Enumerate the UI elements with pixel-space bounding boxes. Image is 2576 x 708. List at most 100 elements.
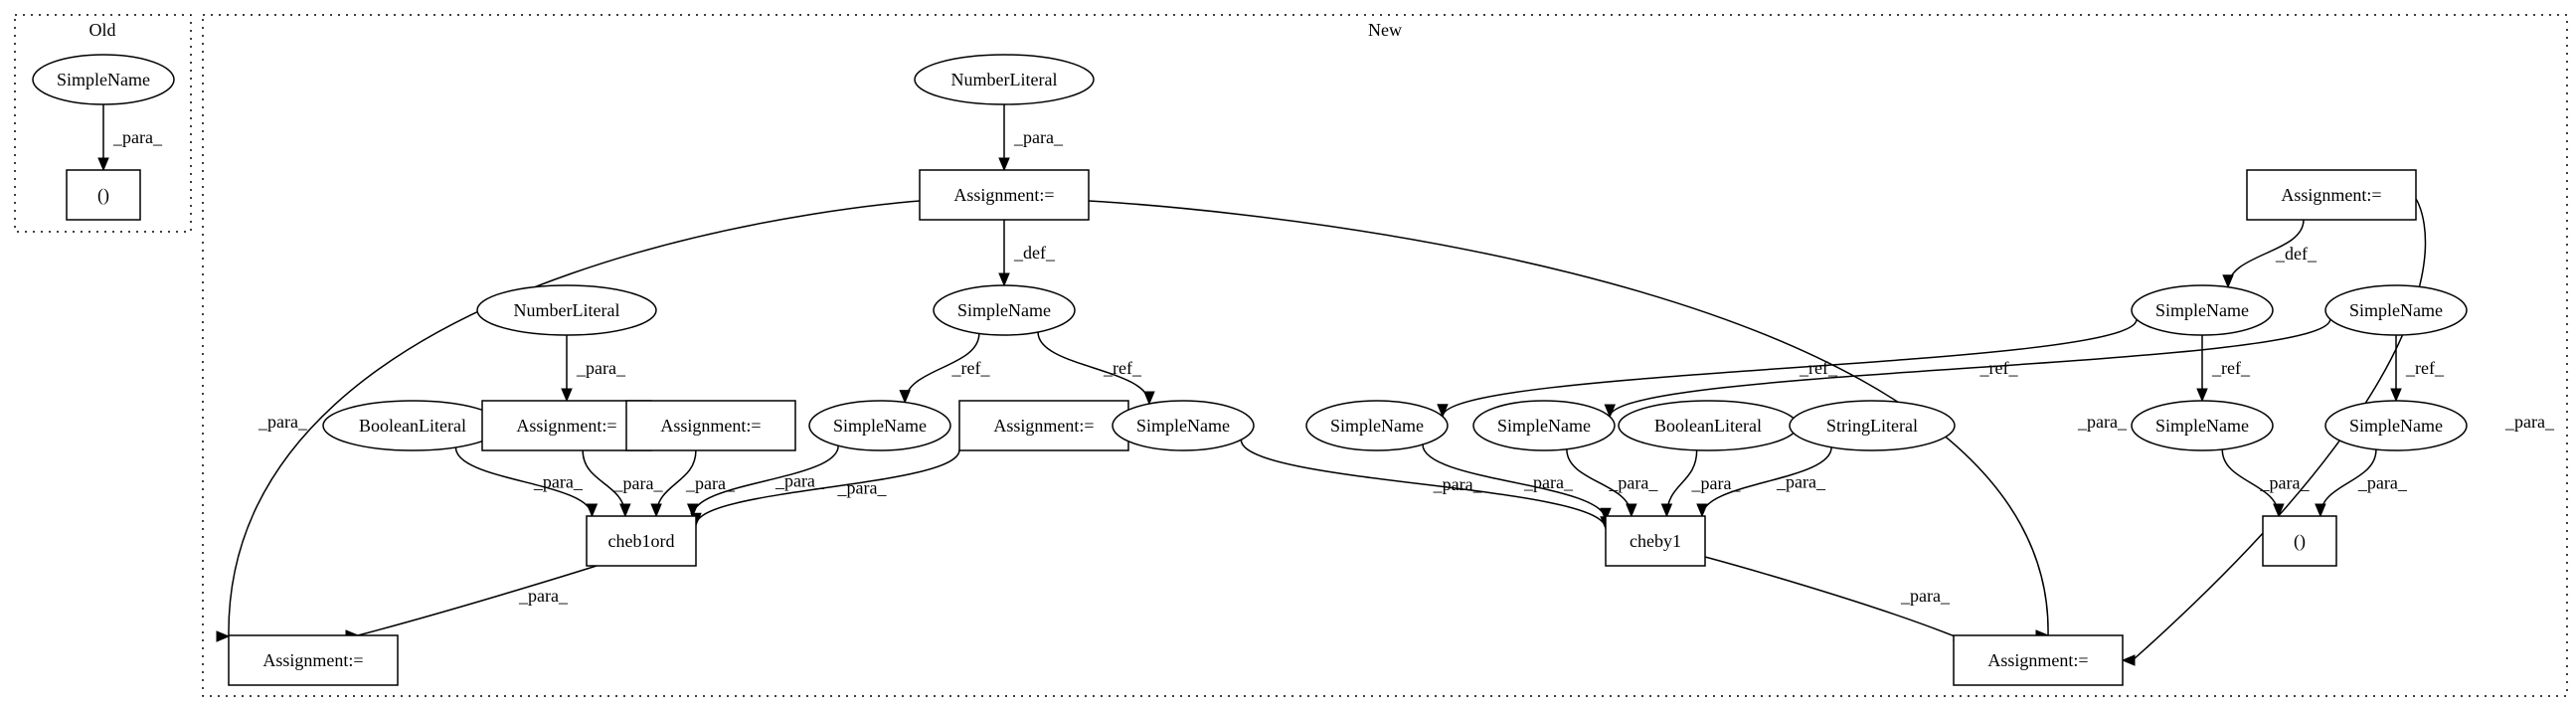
node-label: SimpleName <box>833 416 927 436</box>
edge-label: _para_ <box>258 412 308 432</box>
edge-arrowhead <box>2315 503 2326 518</box>
edge-bool1-to-cheb1ord: _para_ <box>454 446 599 518</box>
edge-line <box>691 445 839 517</box>
node-label: Assignment:= <box>516 416 616 436</box>
edge-asg3-to-cheb1ord: _para_ <box>650 449 736 518</box>
edge-asgR-to-snR1: _def_ <box>2222 219 2318 289</box>
node-label: SimpleName <box>1330 416 1424 436</box>
node-ellipse <box>2324 284 2468 336</box>
node-box <box>481 400 652 451</box>
node-box <box>586 515 697 567</box>
node-ellipse <box>1305 400 1449 451</box>
edge-line <box>695 449 960 526</box>
node-bool2: BooleanLiteral <box>1618 400 1799 451</box>
edge-o_sn-to-o_paren: _para_ <box>97 103 163 172</box>
node-o_sn: SimpleName <box>32 54 175 105</box>
node-asgB: Assignment:= <box>1953 634 2124 686</box>
edge-str1-to-cheby1: _para_ <box>1696 446 1832 518</box>
node-box <box>66 169 141 221</box>
node-cheby1: cheby1 <box>1605 515 1706 567</box>
node-label: Assignment:= <box>953 185 1054 205</box>
edge-label: _para_ <box>533 471 584 491</box>
node-label: SimpleName <box>2155 416 2249 436</box>
node-label: NumberLiteral <box>514 300 620 320</box>
edge-arrowhead <box>686 503 699 518</box>
edge-label: _para_ <box>518 586 569 606</box>
node-sn2: SimpleName <box>808 400 951 451</box>
node-label: BooleanLiteral <box>1654 416 1762 436</box>
node-paren2: () <box>2262 515 2337 567</box>
edge-label: _ref_ <box>951 358 991 378</box>
edge-snR2-to-sn5: _ref_ <box>1604 318 2331 419</box>
node-bool1: BooleanLiteral <box>322 400 503 451</box>
node-label: SimpleName <box>2349 416 2443 436</box>
node-label: Assignment:= <box>1987 650 2088 670</box>
node-o_paren: () <box>66 169 141 221</box>
edge-cheb1ord-to-asgL: _para_ <box>345 565 598 641</box>
node-ellipse <box>476 284 657 336</box>
node-label: Assignment:= <box>262 650 363 670</box>
edge-line <box>1240 440 1607 529</box>
edge-line <box>357 565 598 636</box>
edge-label: _para_ <box>613 473 664 493</box>
node-ellipse <box>1472 400 1616 451</box>
edge-line <box>228 200 921 637</box>
node-label: SimpleName <box>2155 300 2249 320</box>
cluster-old-label: Old <box>89 20 116 40</box>
edge-label: _para_ <box>2504 412 2555 432</box>
node-sn7: SimpleName <box>2324 400 2468 451</box>
node-asgL: Assignment:= <box>228 634 399 686</box>
node-ellipse <box>2324 400 2468 451</box>
node-label: SimpleName <box>1497 416 1591 436</box>
edge-snR1-to-sn6: _ref_ <box>2196 334 2251 403</box>
edge-arrowhead <box>216 630 231 642</box>
node-label: cheby1 <box>1630 531 1681 551</box>
edge-arrowhead <box>561 388 573 403</box>
edge-label: _ref_ <box>2211 358 2251 378</box>
edge-snR1-to-sn4: _ref_ <box>1437 319 2138 419</box>
edge-arrowhead <box>1604 404 1617 419</box>
edge-label: _para_ <box>774 471 825 491</box>
edge-label: _para_ <box>112 127 163 147</box>
node-label: SimpleName <box>57 70 150 89</box>
edge-line <box>1088 200 2049 636</box>
edge-label: _para_ <box>685 473 736 493</box>
node-sn5: SimpleName <box>1472 400 1616 451</box>
edge-label: _para_ <box>837 477 888 497</box>
node-label: Assignment:= <box>2281 185 2381 205</box>
node-ellipse <box>808 400 951 451</box>
edge-asg2-to-cheb1ord: _para_ <box>582 449 664 518</box>
edge-arrowhead <box>586 503 599 518</box>
edge-label: _para_ <box>2357 472 2408 492</box>
node-sn1: SimpleName <box>933 284 1076 336</box>
node-box <box>1953 634 2124 686</box>
edge-label: _ref_ <box>2405 358 2445 378</box>
edge-label: _def_ <box>2275 244 2318 264</box>
edge-arrowhead <box>998 157 1010 172</box>
nodes-layer: SimpleName()NumberLiteralAssignment:=Ass… <box>32 54 2468 686</box>
node-box <box>228 634 399 686</box>
node-box <box>1605 515 1706 567</box>
edge-label: _para_ <box>1776 471 1826 491</box>
node-asg4: Assignment:= <box>958 400 1129 451</box>
edge-arrowhead <box>619 503 631 518</box>
edge-label: _para_ <box>576 358 626 378</box>
edge-label: _para_ <box>1608 472 1658 492</box>
edge-sn1-to-sn3: _ref_ <box>1037 331 1155 406</box>
node-box <box>2262 515 2337 567</box>
edge-cheby1-to-asgB: _para_ <box>1704 556 1979 649</box>
edge-sn6-to-paren2: _para_ <box>2221 448 2311 518</box>
node-sn3: SimpleName <box>1112 400 1255 451</box>
edge-arrowhead <box>97 157 109 172</box>
edge-arrowhead <box>2121 654 2136 666</box>
node-label: cheb1ord <box>608 531 675 551</box>
edge-label: _para_ <box>1433 474 1483 494</box>
node-box <box>2246 169 2417 221</box>
node-snR1: SimpleName <box>2131 284 2274 336</box>
edge-label: _para_ <box>2260 472 2311 492</box>
edge-label: _ref_ <box>1979 358 2019 378</box>
node-cheb1ord: cheb1ord <box>586 515 697 567</box>
edge-bool2-to-cheby1: _para_ <box>1660 449 1742 518</box>
